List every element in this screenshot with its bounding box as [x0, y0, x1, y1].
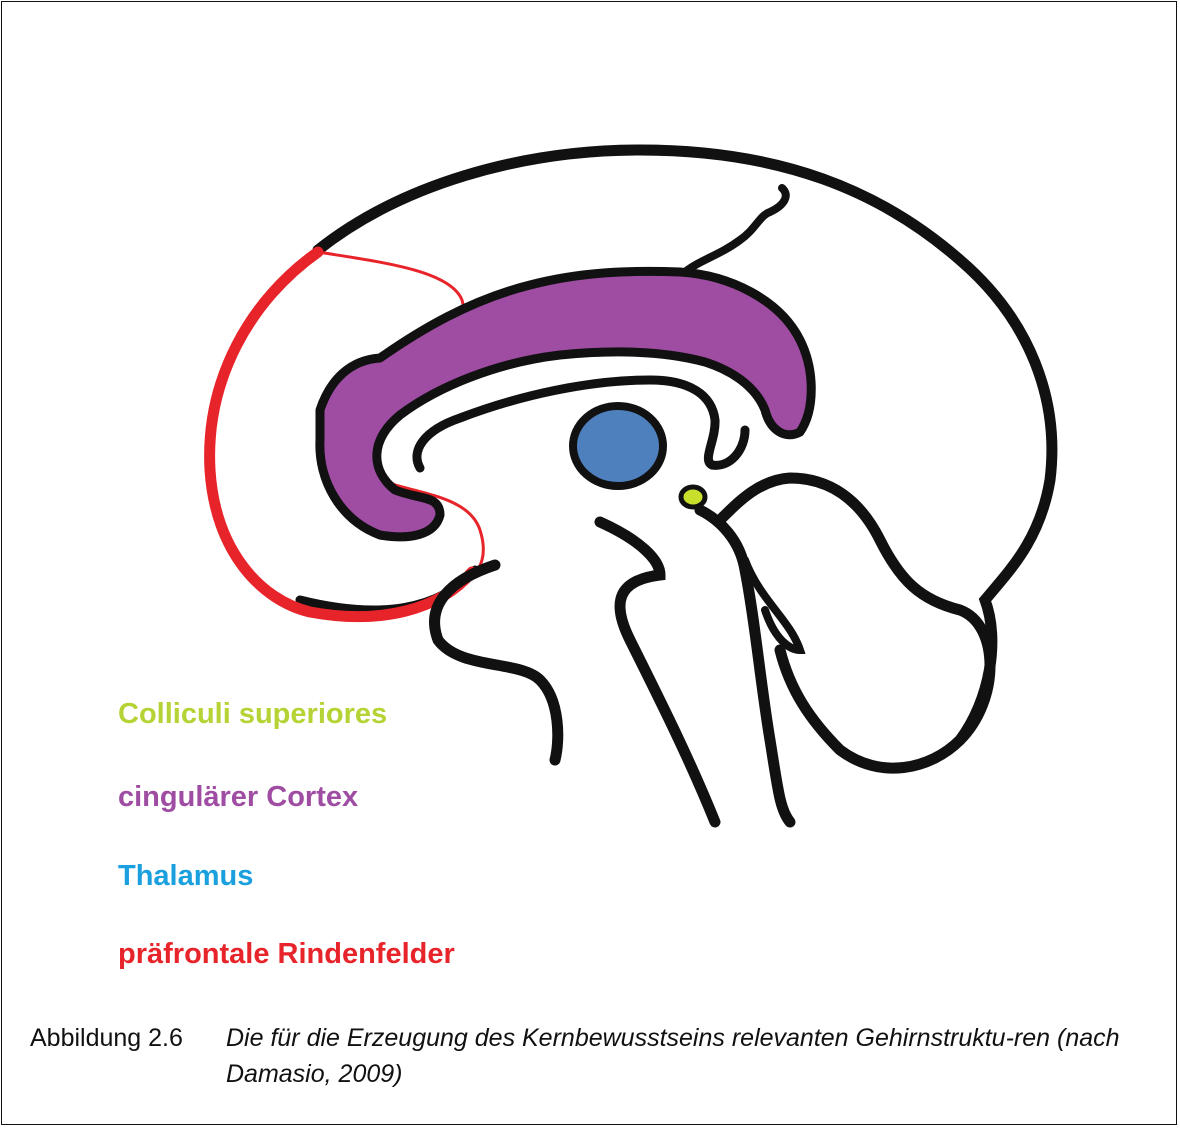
central-sulcus — [685, 188, 786, 272]
brainstem-left — [600, 522, 715, 822]
legend-thalamus: Thalamus — [118, 862, 253, 891]
legend-colliculi-superiores: Colliculi superiores — [118, 700, 387, 729]
cortex-outline — [318, 150, 1052, 768]
caption-text: Die für die Erzeugung des Kernbewusstsei… — [226, 1020, 1176, 1092]
colliculi-superiores — [681, 487, 705, 507]
legend-prefrontal-cortex: präfrontale Rindenfelder — [118, 940, 455, 969]
legend-cingulate-cortex: cingulärer Cortex — [118, 783, 358, 812]
caption-label: Abbildung 2.6 — [30, 1020, 183, 1056]
thalamus — [573, 406, 663, 486]
